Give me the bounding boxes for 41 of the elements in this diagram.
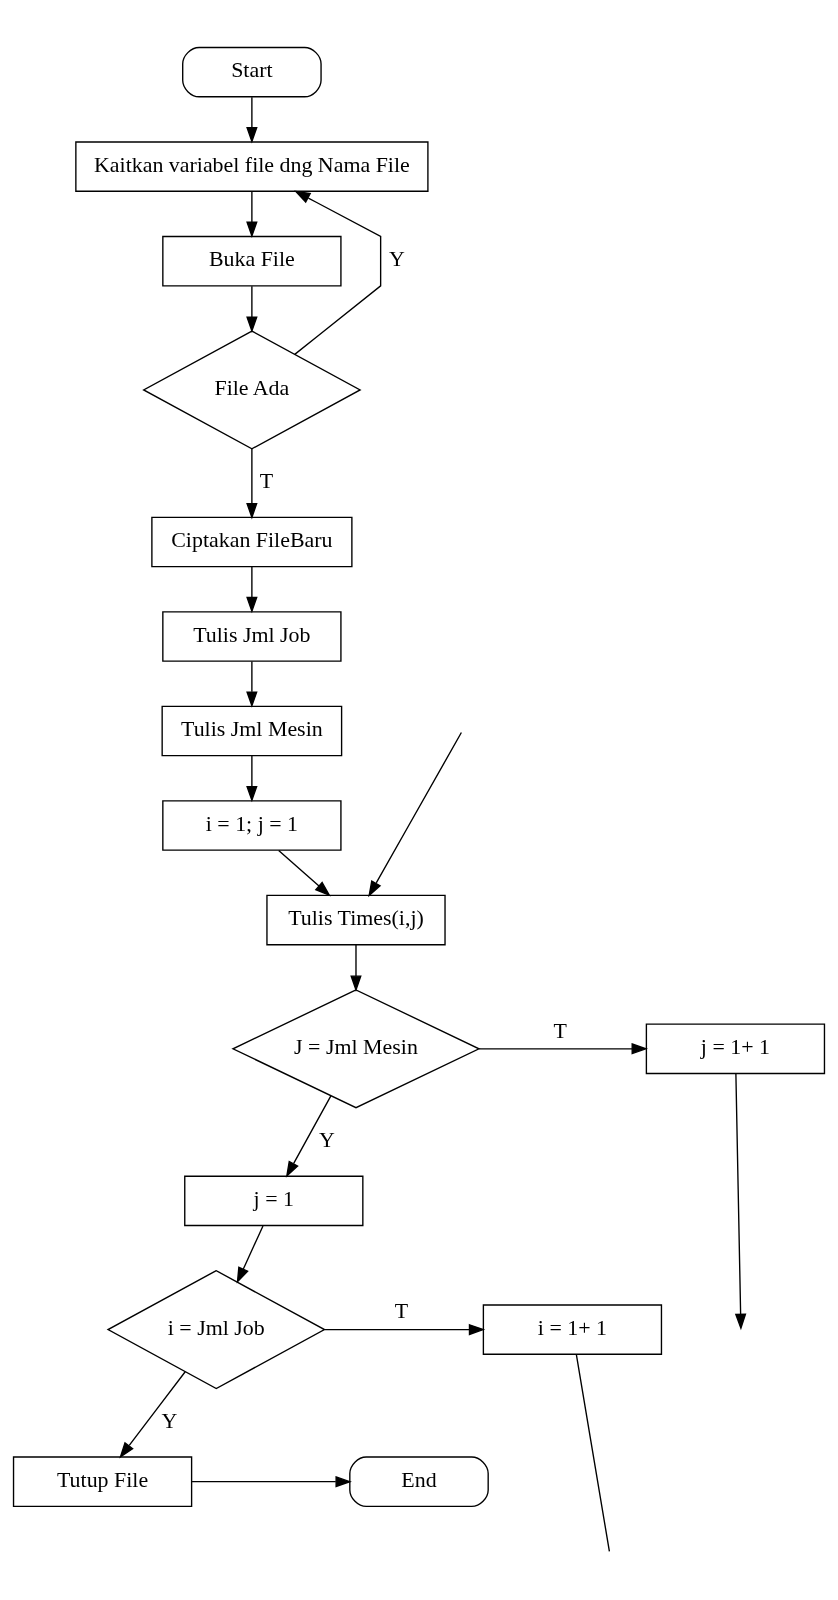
node-box: Kaitkan variabel file dng Nama File	[75, 141, 429, 192]
node-box: i = 1+ 1	[482, 1304, 663, 1355]
arrow	[278, 849, 331, 897]
arrow	[236, 1225, 264, 1284]
arrow	[191, 1475, 352, 1488]
connector	[575, 1353, 611, 1553]
arrow	[734, 1073, 747, 1331]
arrow	[285, 1095, 332, 1178]
arrow	[246, 660, 258, 708]
edge-label: T	[553, 1017, 567, 1043]
node-diamond: i = Jml Job	[106, 1269, 326, 1390]
arrow	[294, 190, 382, 356]
arrow	[368, 731, 463, 898]
node-diamond: File Ada	[142, 330, 362, 450]
edge-label: Y	[388, 246, 404, 272]
node-box: Start	[182, 46, 322, 98]
edge-label: T	[394, 1298, 408, 1324]
node-diamond: J = Jml Mesin	[231, 989, 481, 1109]
arrow	[323, 1323, 486, 1336]
node-box: Tutup File	[12, 1456, 193, 1507]
arrow	[246, 566, 258, 614]
node-box: Tulis Times(i,j)	[266, 894, 446, 946]
edge-label: Y	[319, 1127, 335, 1153]
arrow	[246, 755, 258, 803]
arrow	[350, 944, 362, 992]
edge-label: T	[259, 468, 273, 494]
node-box: Tulis Jml Job	[162, 611, 342, 662]
arrow	[246, 448, 258, 520]
node-box: j = 1	[184, 1175, 364, 1227]
arrow	[246, 190, 258, 238]
node-box: Ciptakan FileBaru	[151, 516, 353, 568]
arrow	[246, 96, 258, 144]
node-box: i = 1; j = 1	[162, 800, 342, 851]
arrow	[478, 1043, 648, 1055]
node-box: j = 1+ 1	[645, 1023, 826, 1075]
arrow	[246, 285, 258, 334]
arrow	[119, 1371, 186, 1459]
node-box: End	[349, 1456, 489, 1507]
edge-label: Y	[161, 1407, 177, 1433]
node-box: Tulis Jml Mesin	[161, 705, 343, 757]
node-box: Buka File	[162, 235, 342, 287]
